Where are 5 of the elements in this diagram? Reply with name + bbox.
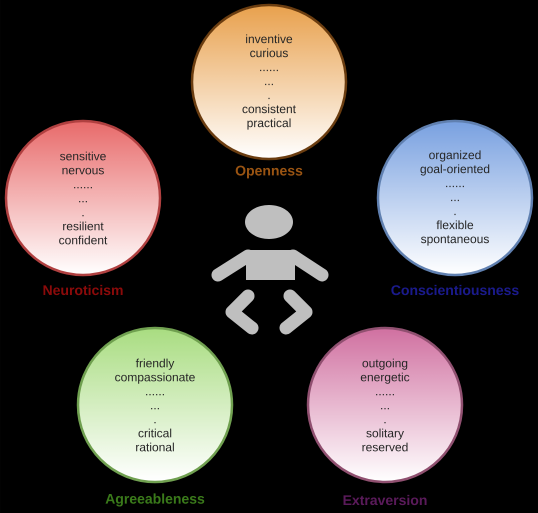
trait-label: Neuroticism <box>44 284 123 296</box>
trait-label: Conscientiousness <box>391 284 519 296</box>
trait-label: Openness <box>236 166 302 178</box>
trait-label: Extraversion <box>344 494 427 506</box>
trait-label: Agreeableness <box>106 493 204 507</box>
